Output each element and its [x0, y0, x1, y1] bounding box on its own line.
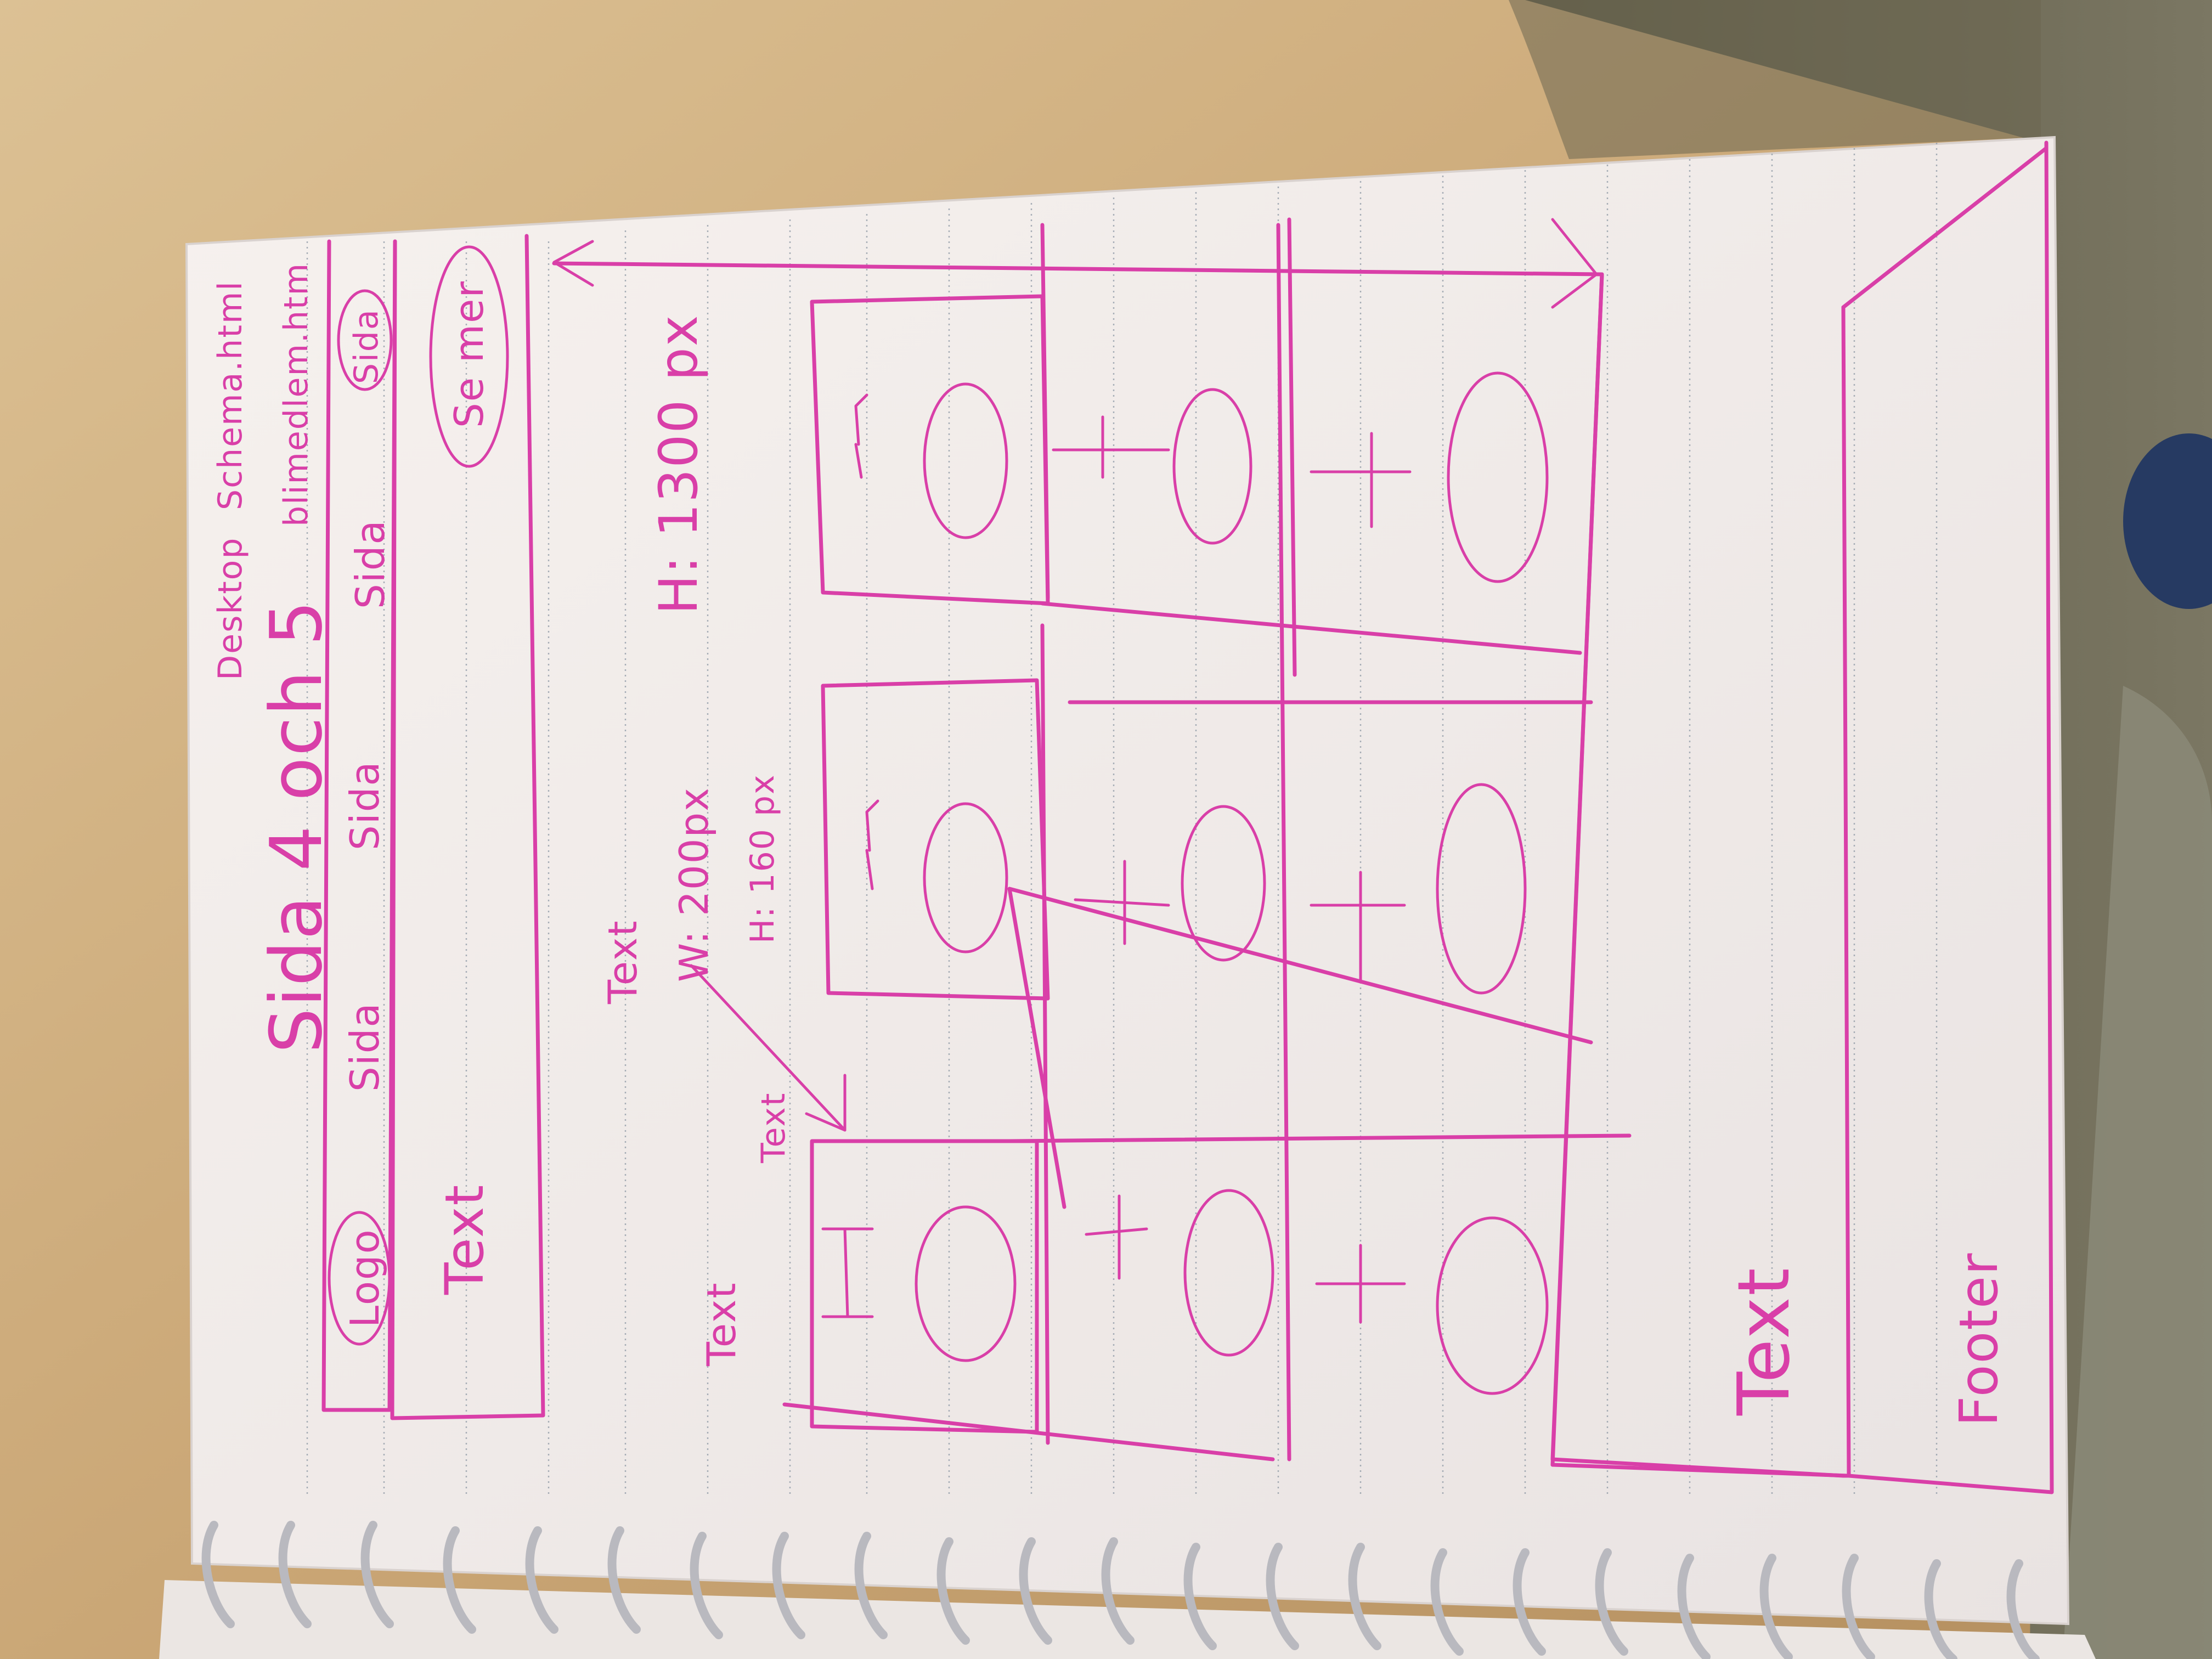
nav-logo: Logo [342, 1228, 388, 1328]
footer-label: Footer [1948, 1252, 2010, 1426]
content-text-1: Text [600, 919, 646, 1005]
spiral-binding [201, 1521, 2040, 1659]
card-7 [1310, 371, 1549, 583]
card-9 [1315, 1216, 1549, 1395]
cta-oval [429, 245, 509, 468]
grey-cloth [2063, 686, 2212, 1659]
grid-height-label: H: 1300 px [648, 314, 709, 614]
card-1 [810, 294, 1050, 606]
nav-item-2: Sida [342, 760, 388, 850]
desk-edge [1509, 0, 2041, 159]
card-8 [1310, 783, 1527, 995]
handwritten-labels: Sida 4 och 5 Desktop Schema.html blimedl… [211, 262, 2010, 1426]
ruled-lines [306, 143, 1938, 1498]
nav-item-active: Sida [347, 308, 386, 384]
blue-object [2123, 433, 2212, 609]
annotation-arrow [690, 964, 847, 1132]
card-height-label: H: 160 px [743, 774, 782, 944]
card-5 [1074, 805, 1266, 962]
content-text-2: Text [698, 1282, 744, 1367]
card-6 [1085, 1189, 1274, 1357]
file-note-2: blimedlem.htm [277, 262, 315, 527]
card-2 [821, 678, 1050, 1001]
wireframe-sketch [321, 140, 2054, 1494]
sketch-title: Sida 4 och 5 [255, 599, 338, 1053]
content-text-3: Text [754, 1092, 793, 1164]
notebook-page [185, 136, 2070, 1626]
card-3 [810, 1139, 1039, 1434]
banner-text: Text [434, 1184, 495, 1295]
file-note-1: Schema.html [211, 280, 250, 510]
nav-item-1: Sida [342, 1002, 388, 1092]
nav-item-3: Sida [347, 519, 393, 609]
logo-oval [328, 1211, 391, 1346]
height-arrow [558, 262, 1595, 276]
header-banner-box [390, 234, 545, 1420]
bottom-text: Text [1722, 1267, 1805, 1416]
desktop-note: Desktop [211, 537, 250, 680]
footer-box [1847, 140, 2054, 1494]
cta-label: Se mer [446, 280, 492, 428]
card-4 [1052, 388, 1252, 545]
active-nav-oval [337, 289, 393, 391]
card-width-label: W: 200px [671, 787, 717, 982]
